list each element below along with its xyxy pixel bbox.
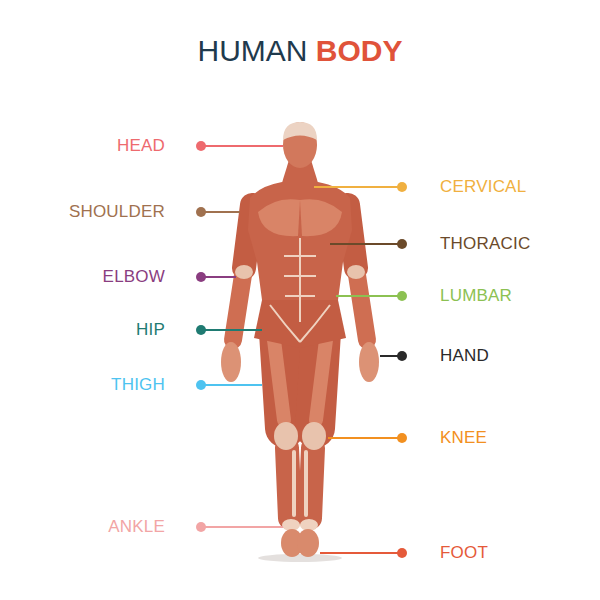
left-hand — [221, 342, 241, 382]
leader-dot — [397, 351, 407, 361]
leader-line — [201, 211, 240, 213]
right-thigh-muscle — [316, 340, 326, 420]
legs — [274, 332, 326, 557]
leader-line — [201, 526, 283, 528]
leader-dots — [196, 141, 407, 558]
part-label: THORACIC — [440, 234, 530, 254]
right-pectoral — [300, 199, 342, 236]
part-label: ANKLE — [108, 517, 165, 537]
leader-lines — [201, 146, 402, 553]
leader-line — [201, 329, 262, 331]
leader-line — [336, 295, 402, 297]
part-label: HAND — [440, 346, 489, 366]
title-word: HUMAN — [197, 34, 307, 67]
inguinal-line — [300, 305, 330, 342]
leader-dot — [196, 207, 206, 217]
part-label: CERVICAL — [440, 177, 526, 197]
right-forearm — [357, 275, 367, 340]
leader-line — [328, 437, 402, 439]
diagram-title: HUMAN BODY — [197, 34, 402, 67]
part-label: KNEE — [440, 428, 487, 448]
left-shin — [287, 448, 290, 518]
leader-dot — [196, 272, 206, 282]
part-label: FOOT — [440, 543, 488, 563]
abdominal-lines — [270, 238, 330, 342]
leader-dot — [397, 239, 407, 249]
leader-dot — [196, 522, 206, 532]
leader-dot — [397, 433, 407, 443]
leader-line — [320, 552, 402, 554]
linea-alba — [299, 238, 301, 322]
floor-shadow — [258, 554, 342, 562]
skull-cap — [283, 122, 317, 140]
part-label: SHOULDER — [69, 202, 165, 222]
title-word: BODY — [307, 34, 402, 67]
leader-dot — [397, 182, 407, 192]
right-elbow — [347, 265, 365, 279]
leader-line — [201, 145, 283, 147]
inguinal-line — [270, 305, 300, 342]
right-knee — [302, 422, 326, 450]
leader-dot — [397, 291, 407, 301]
ab-line — [284, 275, 316, 277]
leader-dot — [196, 380, 206, 390]
leader-dot — [196, 141, 206, 151]
left-elbow — [235, 265, 253, 279]
ab-line — [285, 295, 315, 297]
part-label: ELBOW — [103, 267, 165, 287]
leader-line — [201, 384, 262, 386]
leader-dot — [397, 548, 407, 558]
head — [283, 122, 317, 168]
right-hand — [359, 342, 379, 382]
part-label: HIP — [136, 320, 165, 340]
left-shin-tendon — [292, 452, 296, 515]
left-pectoral — [258, 199, 300, 236]
left-knee — [274, 422, 298, 450]
part-label: THIGH — [111, 375, 165, 395]
right-shin — [310, 448, 313, 518]
part-label: HEAD — [117, 136, 165, 156]
ab-line — [284, 255, 316, 257]
right-foot — [297, 529, 319, 557]
leader-line — [330, 243, 402, 245]
leader-dot — [196, 325, 206, 335]
leader-line — [201, 276, 236, 278]
right-shin-tendon — [304, 452, 308, 515]
part-label: LUMBAR — [440, 286, 512, 306]
leader-line — [314, 186, 402, 188]
left-thigh-muscle — [274, 340, 284, 420]
